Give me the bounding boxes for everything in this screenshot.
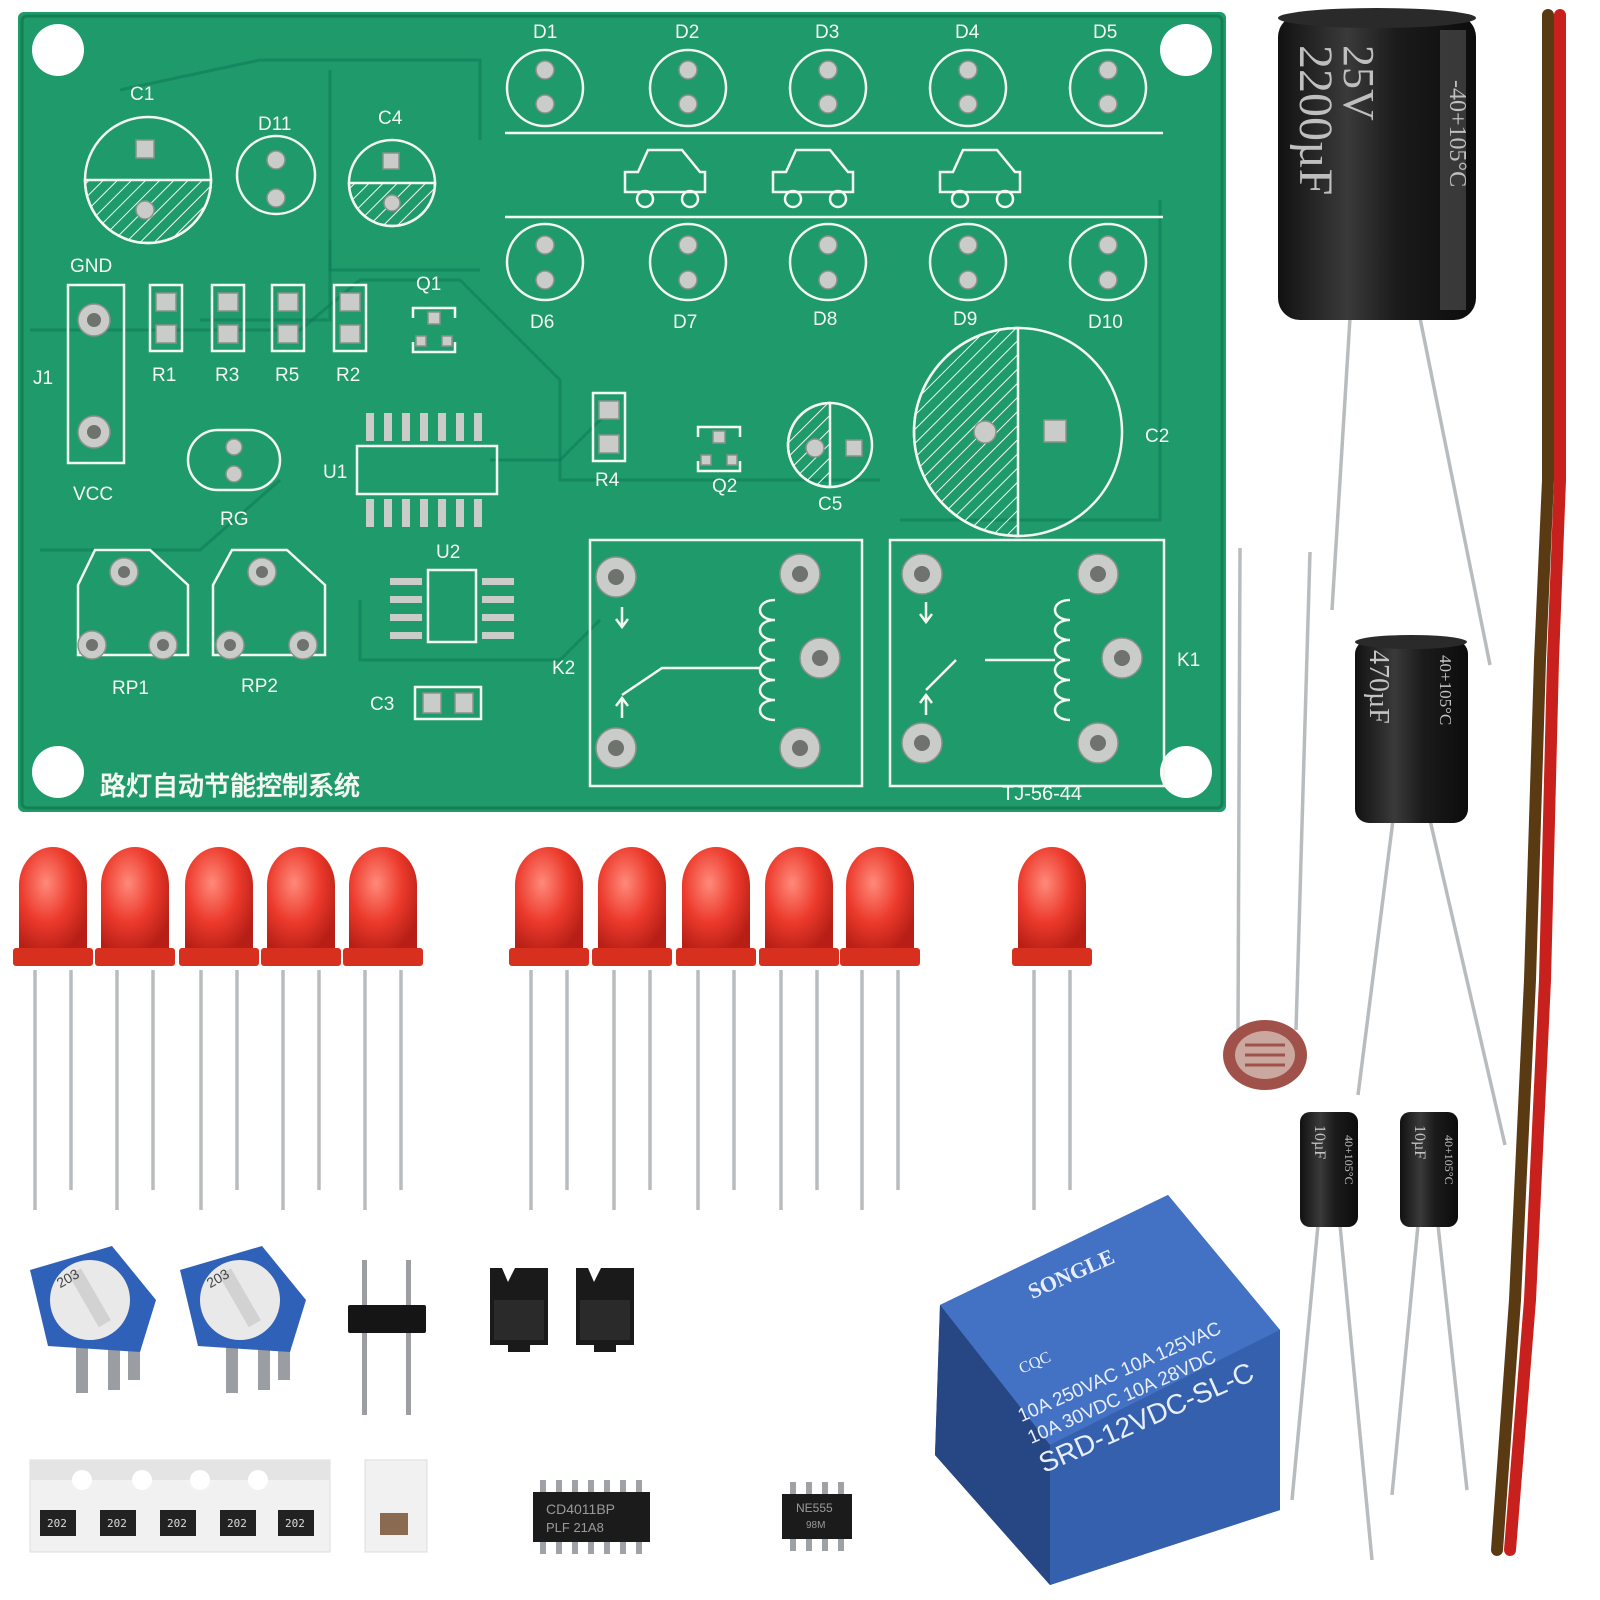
board-title: 路灯自动节能控制系统 (100, 771, 360, 802)
ic-ne555: NE555 98M (782, 1482, 852, 1551)
smd-transistor (576, 1268, 634, 1352)
led-group (13, 847, 1092, 1210)
label-r4: R4 (595, 470, 620, 491)
red-led (261, 847, 341, 1210)
svg-text:NE555: NE555 (796, 1501, 833, 1515)
svg-text:2200µF: 2200µF (1289, 45, 1342, 195)
smd-resistor-strip: 202 202 202 202 202 (29, 1459, 428, 1553)
svg-text:202: 202 (107, 1517, 127, 1530)
svg-text:40+105°C: 40+105°C (1436, 655, 1455, 725)
svg-text:202: 202 (285, 1517, 305, 1530)
label-rp1: RP1 (112, 678, 149, 699)
label-j1: J1 (33, 368, 53, 389)
label-k1: K1 (1177, 650, 1200, 671)
label-d9: D9 (953, 309, 977, 330)
trimmer-potentiometer: 203 (30, 1246, 156, 1393)
label-r1: R1 (152, 365, 176, 386)
ic-cd4011: CD4011BP PLF 21A8 (533, 1480, 650, 1554)
svg-text:CD4011BP: CD4011BP (546, 1501, 615, 1517)
svg-text:470µF: 470µF (1363, 650, 1394, 724)
smd-transistor (490, 1268, 548, 1352)
label-c5: C5 (818, 494, 842, 515)
led-footprints-top (505, 48, 1148, 128)
red-led (343, 847, 423, 1210)
board-model: TJ-56-44 (1002, 783, 1082, 805)
label-gnd: GND (70, 256, 112, 277)
pcb-board (18, 12, 1226, 812)
red-led (1012, 847, 1092, 1210)
car-icon (623, 148, 707, 209)
label-d3: D3 (815, 22, 839, 43)
label-c2: C2 (1145, 426, 1169, 447)
capacitor-small: 10µF 40+105°C (1390, 1112, 1469, 1496)
label-d6: D6 (530, 312, 554, 333)
label-rp2: RP2 (241, 676, 278, 697)
svg-text:25V: 25V (1334, 45, 1383, 121)
capacitor-small: 10µF 40+105°C (1290, 1112, 1374, 1561)
label-c4: C4 (378, 108, 403, 129)
trimmer-potentiometer: 203 (180, 1246, 306, 1393)
red-led (592, 847, 672, 1210)
pin-header (348, 1260, 426, 1415)
svg-text:98M: 98M (806, 1520, 825, 1531)
label-c3: C3 (370, 694, 394, 715)
label-d1: D1 (533, 22, 557, 43)
red-led (179, 847, 259, 1210)
svg-text:40+105°C: 40+105°C (1342, 1135, 1356, 1185)
label-d8: D8 (813, 309, 837, 330)
car-icon (938, 148, 1022, 209)
label-d2: D2 (675, 22, 699, 43)
car-icon (771, 148, 855, 209)
red-led (95, 847, 175, 1210)
svg-text:202: 202 (47, 1517, 67, 1530)
capacitor-2200uf: 2200µF 25V -40+105°C (1278, 8, 1492, 666)
pcb-labels: D1 D2 D3 D4 D5 D6 D7 D8 D9 D10 D11 C1 C2… (33, 22, 1200, 805)
label-r5: R5 (275, 365, 299, 386)
red-led (509, 847, 589, 1210)
red-led (13, 847, 93, 1210)
svg-text:10µF: 10µF (1311, 1125, 1328, 1159)
svg-text:PLF 21A8: PLF 21A8 (546, 1520, 604, 1535)
label-vcc: VCC (73, 484, 113, 505)
label-d7: D7 (673, 312, 697, 333)
svg-text:-40+105°C: -40+105°C (1444, 80, 1470, 187)
label-d4: D4 (955, 22, 980, 43)
label-q1: Q1 (416, 274, 441, 295)
resistor-pads (148, 283, 627, 463)
hookup-wire (1491, 9, 1566, 1556)
red-led (676, 847, 756, 1210)
label-d11: D11 (258, 114, 291, 135)
relay-songle: SONGLE CQC 10A 250VAC 10A 125VAC 10A 30V… (935, 1195, 1280, 1585)
label-q2: Q2 (712, 476, 737, 497)
label-rg: RG (220, 509, 249, 530)
label-d10: D10 (1088, 312, 1123, 333)
svg-text:202: 202 (227, 1517, 247, 1530)
photoresistor (1223, 547, 1312, 1090)
label-c1: C1 (130, 84, 154, 105)
label-u1: U1 (323, 462, 347, 483)
svg-text:40+105°C: 40+105°C (1442, 1135, 1456, 1185)
label-k2: K2 (552, 658, 575, 679)
svg-text:202: 202 (167, 1517, 187, 1530)
label-u2: U2 (436, 542, 460, 563)
svg-text:10µF: 10µF (1411, 1125, 1428, 1159)
red-led (840, 847, 920, 1210)
red-led (759, 847, 839, 1210)
led-footprints-bottom (505, 222, 1148, 302)
label-r2: R2 (336, 365, 360, 386)
label-d5: D5 (1093, 22, 1117, 43)
label-r3: R3 (215, 365, 239, 386)
capacitor-470uf: 470µF 40+105°C (1355, 635, 1507, 1146)
